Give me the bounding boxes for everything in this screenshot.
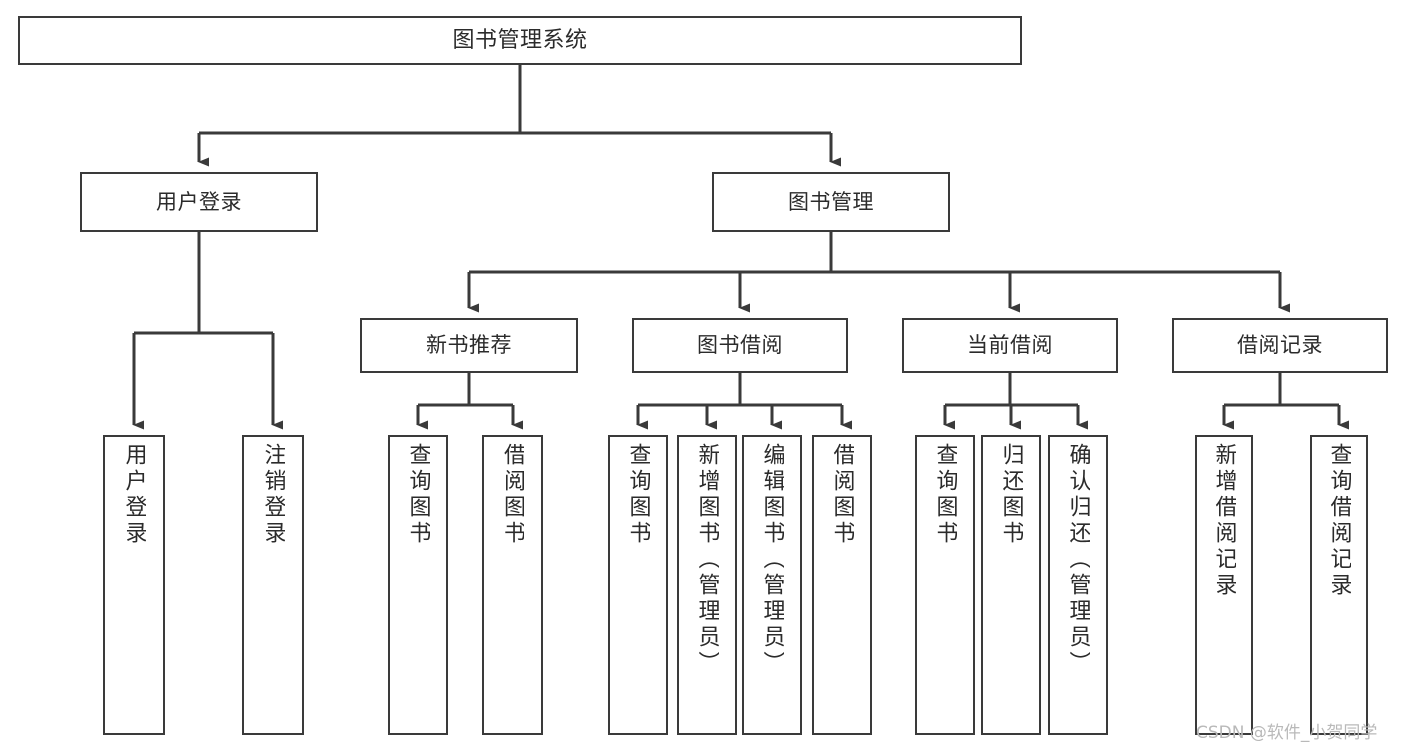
node-leaf-borrow-book-2-label: 借阅图书	[830, 443, 854, 547]
node-leaf-query-book-3-label: 查询图书	[933, 443, 957, 547]
csdn-watermark: CSDN @软件_小贺同学	[1196, 723, 1378, 743]
node-leaf-query-borrow-record[interactable]: 查询借阅记录	[1310, 435, 1368, 735]
node-leaf-add-book-admin-label: 新增图书（管理员）	[695, 443, 719, 677]
node-book-manage-label: 图书管理	[788, 189, 874, 214]
node-book-borrow[interactable]: 图书借阅	[632, 318, 848, 373]
node-leaf-confirm-return-admin[interactable]: 确认归还（管理员）	[1048, 435, 1108, 735]
node-leaf-query-book-3[interactable]: 查询图书	[915, 435, 975, 735]
node-root-label: 图书管理系统	[452, 27, 588, 53]
node-leaf-query-book-1[interactable]: 查询图书	[388, 435, 448, 735]
node-borrow-record-label: 借阅记录	[1237, 333, 1323, 358]
node-leaf-user-login-label: 用户登录	[122, 443, 146, 547]
node-borrow-record[interactable]: 借阅记录	[1172, 318, 1388, 373]
node-leaf-edit-book-admin-label: 编辑图书（管理员）	[760, 443, 784, 677]
node-leaf-borrow-book-1-label: 借阅图书	[500, 443, 525, 547]
node-leaf-confirm-return-admin-label: 确认归还（管理员）	[1066, 443, 1090, 677]
node-new-book-rec-label: 新书推荐	[426, 333, 512, 358]
node-book-borrow-label: 图书借阅	[697, 333, 783, 358]
node-leaf-user-login[interactable]: 用户登录	[103, 435, 165, 735]
node-user-login-label: 用户登录	[156, 189, 242, 214]
node-leaf-user-logout-label: 注销登录	[261, 443, 285, 547]
node-leaf-query-book-1-label: 查询图书	[406, 443, 430, 547]
node-current-borrow-label: 当前借阅	[967, 333, 1053, 358]
node-leaf-add-borrow-record[interactable]: 新增借阅记录	[1195, 435, 1253, 735]
node-leaf-return-book[interactable]: 归还图书	[981, 435, 1041, 735]
node-leaf-query-book-2-label: 查询图书	[626, 443, 650, 547]
node-leaf-add-book-admin[interactable]: 新增图书（管理员）	[677, 435, 737, 735]
node-leaf-return-book-label: 归还图书	[999, 443, 1023, 547]
node-leaf-borrow-book-2[interactable]: 借阅图书	[812, 435, 872, 735]
node-user-login[interactable]: 用户登录	[80, 172, 318, 232]
node-leaf-borrow-book-1[interactable]: 借阅图书	[482, 435, 543, 735]
node-book-manage[interactable]: 图书管理	[712, 172, 950, 232]
node-leaf-query-borrow-record-label: 查询借阅记录	[1327, 443, 1351, 599]
node-root[interactable]: 图书管理系统	[18, 16, 1022, 65]
node-leaf-add-borrow-record-label: 新增借阅记录	[1212, 443, 1236, 599]
node-leaf-query-book-2[interactable]: 查询图书	[608, 435, 668, 735]
node-leaf-edit-book-admin[interactable]: 编辑图书（管理员）	[742, 435, 802, 735]
node-new-book-rec[interactable]: 新书推荐	[360, 318, 578, 373]
node-current-borrow[interactable]: 当前借阅	[902, 318, 1118, 373]
node-leaf-user-logout[interactable]: 注销登录	[242, 435, 304, 735]
